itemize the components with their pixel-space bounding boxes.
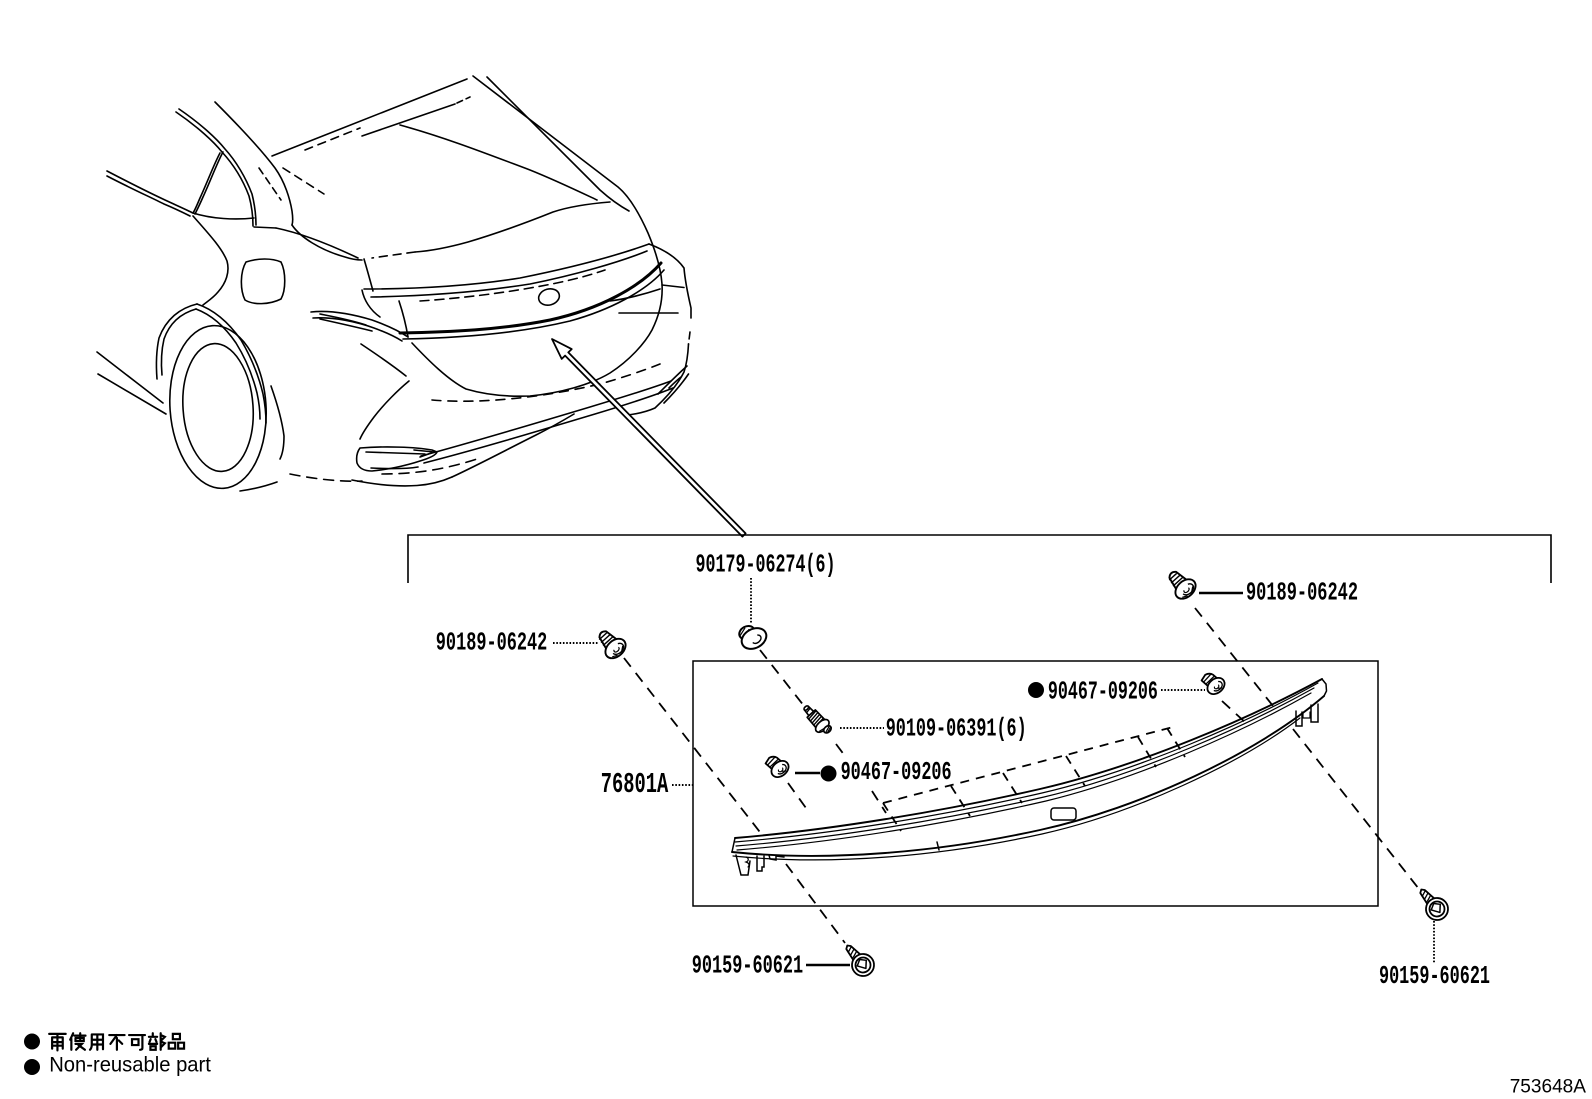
svg-text:90179-06274(6): 90179-06274(6) (696, 551, 836, 580)
svg-text:753648A: 753648A (1510, 1076, 1586, 1098)
svg-text:90189-06242: 90189-06242 (1246, 579, 1358, 608)
svg-text:90467-09206: 90467-09206 (841, 758, 952, 787)
svg-text:76801A: 76801A (601, 768, 669, 801)
svg-text:90467-09206: 90467-09206 (1048, 678, 1158, 707)
svg-text:90189-06242: 90189-06242 (436, 629, 548, 658)
svg-text:Non-reusable part: Non-reusable part (49, 1054, 211, 1077)
svg-text:90109-06391(6): 90109-06391(6) (886, 715, 1027, 744)
svg-text:90159-60621: 90159-60621 (692, 952, 804, 981)
svg-text:90159-60621: 90159-60621 (1379, 962, 1490, 991)
